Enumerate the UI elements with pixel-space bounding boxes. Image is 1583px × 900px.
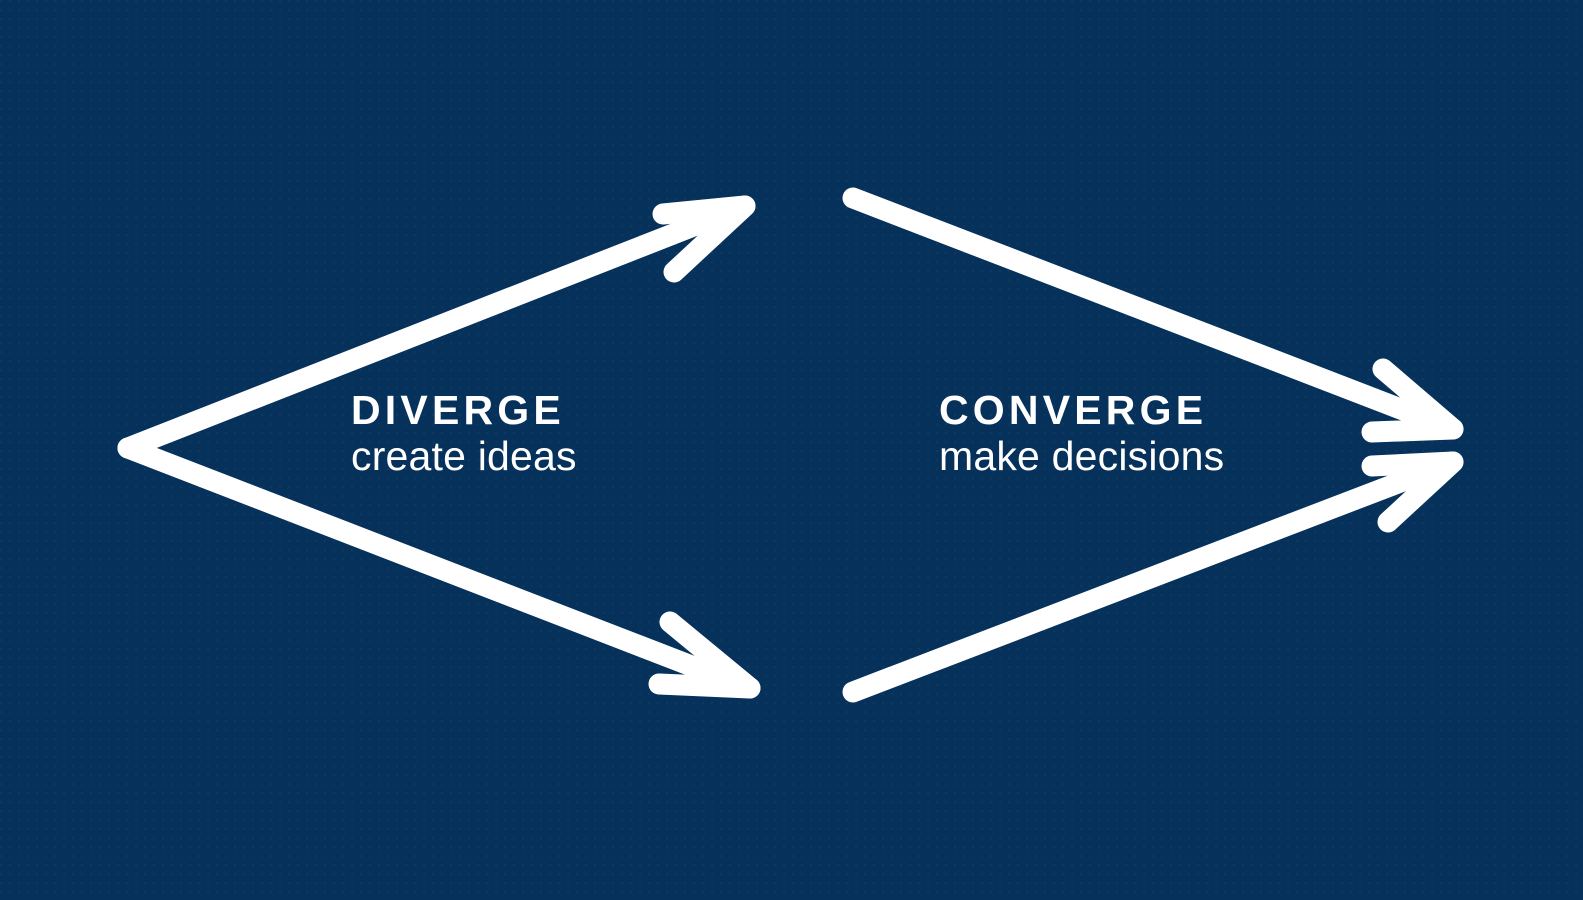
converge-arrow-lower-barb-bottom <box>1377 451 1464 533</box>
converge-subtitle: make decisions <box>939 433 1225 479</box>
diverge-arrow-up-shaft <box>117 196 753 459</box>
diverge-arrow-down-barb-bottom <box>648 673 761 699</box>
diverge-label-group: DIVERGE create ideas <box>351 388 577 480</box>
diverge-arrow-down-shaft <box>117 437 757 698</box>
converge-arrow-upper-shaft <box>842 187 1461 439</box>
diverge-subtitle: create ideas <box>351 433 577 479</box>
converge-title: CONVERGE <box>939 387 1208 433</box>
converge-arrow-upper-barb-bottom <box>1361 418 1464 443</box>
diverge-title: DIVERGE <box>351 387 565 433</box>
diverge-arrow-up-barb-bottom <box>663 195 756 283</box>
converge-label-group: CONVERGE make decisions <box>939 388 1224 480</box>
converge-arrow-lower-shaft <box>842 452 1461 703</box>
